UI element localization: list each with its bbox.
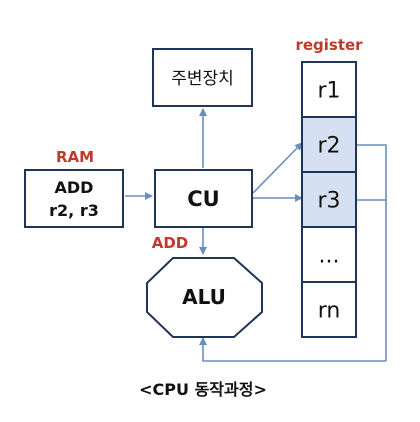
ram-operands: r2, r3 (49, 201, 99, 220)
peripheral-label: 주변장치 (171, 69, 234, 89)
arrow-cu-to-r2 (252, 142, 303, 194)
register-cell: r2 (301, 116, 357, 173)
diagram-caption: <CPU 동작과정> (139, 380, 267, 399)
register-title: register (295, 36, 363, 54)
peripheral-box: 주변장치 (152, 48, 253, 107)
register-stack: r1 r2 r3... rn (301, 61, 357, 338)
register-cell: rn (301, 281, 357, 338)
add-signal-label: ADD (152, 234, 189, 252)
alu-unit: ALU (146, 257, 263, 338)
register-label: r1 (317, 79, 340, 104)
ram-box: ADD r2, r3 (24, 169, 124, 228)
register-cell: r3 (301, 171, 357, 228)
register-label: ... (319, 244, 340, 269)
register-label: rn (318, 299, 341, 324)
arrow-registers-to-alu (199, 337, 386, 362)
register-cell: ... (301, 226, 357, 283)
cu-box: CU (154, 169, 253, 228)
register-cell: r1 (301, 61, 357, 118)
ram-title: RAM (56, 148, 94, 166)
cu-label: CU (187, 187, 219, 211)
register-label: r2 (317, 134, 340, 159)
ram-instruction: ADD (55, 178, 94, 197)
alu-label: ALU (182, 285, 226, 309)
register-label: r3 (317, 189, 340, 214)
line-r2-feedback (356, 144, 387, 361)
